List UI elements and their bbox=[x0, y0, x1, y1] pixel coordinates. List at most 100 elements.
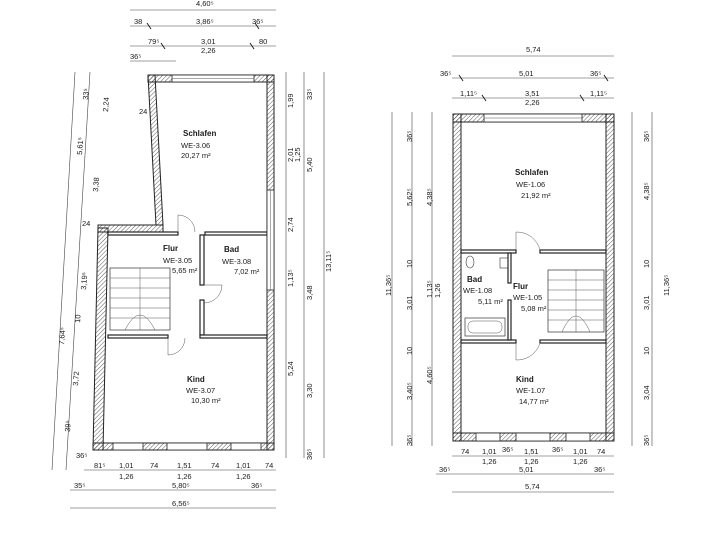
right-room-bad-id: WE-1.08 bbox=[463, 286, 492, 295]
svg-text:39⁵: 39⁵ bbox=[63, 420, 73, 432]
svg-text:1,01: 1,01 bbox=[119, 461, 134, 470]
svg-text:74: 74 bbox=[597, 447, 605, 456]
left-room-bad-name: Bad bbox=[224, 245, 239, 254]
svg-text:1,99: 1,99 bbox=[286, 93, 295, 108]
svg-text:3,04: 3,04 bbox=[642, 385, 651, 400]
svg-text:3,51: 3,51 bbox=[525, 89, 540, 98]
right-plan-right-dimensions: 36⁵ 4,38⁵ 11,36⁵ 10 3,01 10 3,04 36⁵ bbox=[631, 112, 671, 446]
svg-text:1,01: 1,01 bbox=[236, 461, 251, 470]
svg-text:1,13⁵: 1,13⁵ bbox=[425, 280, 434, 298]
svg-text:11,36⁵: 11,36⁵ bbox=[384, 275, 393, 296]
svg-text:36⁵: 36⁵ bbox=[251, 481, 262, 490]
svg-text:3,72: 3,72 bbox=[71, 371, 81, 386]
left-room-kind-area: 10,30 m² bbox=[191, 396, 221, 405]
svg-text:5,24: 5,24 bbox=[286, 361, 295, 376]
svg-text:36⁵: 36⁵ bbox=[642, 435, 651, 446]
svg-text:4,38⁵: 4,38⁵ bbox=[642, 182, 651, 200]
svg-text:3,38: 3,38 bbox=[91, 177, 101, 192]
svg-text:10: 10 bbox=[73, 314, 83, 323]
svg-text:3,30: 3,30 bbox=[305, 383, 314, 398]
right-room-bad-name: Bad bbox=[467, 275, 482, 284]
svg-text:5,62⁵: 5,62⁵ bbox=[405, 188, 414, 206]
svg-text:36⁵: 36⁵ bbox=[502, 445, 513, 454]
svg-text:7,64⁵: 7,64⁵ bbox=[57, 327, 67, 345]
svg-text:36⁵: 36⁵ bbox=[405, 131, 414, 142]
svg-text:33⁵: 33⁵ bbox=[81, 88, 91, 100]
svg-text:1,11⁵: 1,11⁵ bbox=[590, 89, 607, 98]
svg-text:81⁵: 81⁵ bbox=[94, 461, 105, 470]
svg-text:11,36⁵: 11,36⁵ bbox=[662, 275, 671, 296]
svg-text:3,01: 3,01 bbox=[405, 295, 414, 310]
svg-text:36⁵: 36⁵ bbox=[305, 449, 314, 460]
svg-text:1,26: 1,26 bbox=[433, 283, 442, 298]
svg-text:5,40: 5,40 bbox=[305, 157, 314, 172]
svg-text:79⁵: 79⁵ bbox=[148, 37, 159, 46]
svg-text:5,74: 5,74 bbox=[525, 482, 540, 491]
svg-text:4,38⁵: 4,38⁵ bbox=[425, 188, 434, 206]
svg-text:2,01: 2,01 bbox=[286, 147, 295, 162]
svg-text:1,26: 1,26 bbox=[482, 457, 497, 466]
svg-text:3,01: 3,01 bbox=[201, 37, 216, 46]
svg-text:3,40⁵: 3,40⁵ bbox=[405, 382, 414, 400]
left-bottom-dimensions: 36⁵ 81⁵ 1,01 74 1,51 74 1,01 74 1,26 1,2… bbox=[70, 451, 276, 509]
svg-text:1,26: 1,26 bbox=[119, 472, 134, 481]
right-room-schlafen-area: 21,92 m² bbox=[521, 191, 551, 200]
right-room-schlafen-name: Schlafen bbox=[515, 168, 548, 177]
svg-text:1,26: 1,26 bbox=[236, 472, 251, 481]
left-room-schlafen-name: Schlafen bbox=[183, 129, 216, 138]
svg-text:2,24: 2,24 bbox=[101, 97, 111, 112]
svg-text:1,01: 1,01 bbox=[482, 447, 497, 456]
svg-text:36⁵: 36⁵ bbox=[405, 435, 414, 446]
svg-text:36⁵: 36⁵ bbox=[439, 465, 450, 474]
svg-text:10: 10 bbox=[405, 260, 414, 268]
right-room-schlafen-id: WE-1.06 bbox=[516, 180, 545, 189]
right-room-kind-id: WE-1.07 bbox=[516, 386, 545, 395]
left-room-kind-name: Kind bbox=[187, 375, 205, 384]
left-room-schlafen-id: WE-3.06 bbox=[181, 141, 210, 150]
left-room-bad-area: 7,02 m² bbox=[234, 267, 260, 276]
right-room-kind-area: 14,77 m² bbox=[519, 397, 549, 406]
svg-text:5,01: 5,01 bbox=[519, 69, 534, 78]
svg-text:74: 74 bbox=[265, 461, 273, 470]
left-room-flur-area: 5,65 m² bbox=[172, 266, 198, 275]
right-floor-plan: Schlafen WE-1.06 21,92 m² Bad WE-1.08 5,… bbox=[384, 45, 671, 493]
svg-text:2,26: 2,26 bbox=[525, 98, 540, 107]
svg-text:1,51: 1,51 bbox=[177, 461, 192, 470]
svg-text:1,13⁵: 1,13⁵ bbox=[286, 269, 295, 287]
right-room-kind-name: Kind bbox=[516, 375, 534, 384]
svg-text:74: 74 bbox=[150, 461, 158, 470]
left-room-kind-id: WE-3.07 bbox=[186, 386, 215, 395]
svg-text:13,11⁵: 13,11⁵ bbox=[324, 251, 333, 272]
left-doors bbox=[167, 214, 223, 356]
right-bath-fixtures bbox=[464, 255, 509, 337]
svg-text:1,51: 1,51 bbox=[524, 447, 539, 456]
svg-text:10: 10 bbox=[405, 347, 414, 355]
svg-text:5,80⁵: 5,80⁵ bbox=[172, 481, 190, 490]
left-top-dimensions: 4,60⁵ 38 3,86⁵ 36⁵ 79⁵ 3,01 80 2,26 36⁵ bbox=[130, 0, 276, 62]
svg-text:80: 80 bbox=[259, 37, 267, 46]
right-top-dimensions: 5,74 36⁵ 5,01 36⁵ 1,11⁵ 3,51 1,11⁵ 2,26 bbox=[440, 45, 614, 107]
svg-text:3,48: 3,48 bbox=[305, 285, 314, 300]
svg-text:36⁵: 36⁵ bbox=[252, 17, 263, 26]
left-room-flur-name: Flur bbox=[163, 244, 178, 253]
svg-text:74: 74 bbox=[211, 461, 219, 470]
svg-text:4,60⁵: 4,60⁵ bbox=[196, 0, 214, 8]
svg-text:5,74: 5,74 bbox=[526, 45, 541, 54]
right-plan-left-dimensions: 36⁵ 5,62⁵ 4,38⁵ 11,36⁵ 10 1,13⁵ 1,26 3,0… bbox=[384, 112, 442, 446]
right-walls bbox=[452, 113, 615, 442]
svg-text:74: 74 bbox=[461, 447, 469, 456]
svg-text:5,61⁵: 5,61⁵ bbox=[75, 137, 85, 155]
svg-text:3,01: 3,01 bbox=[642, 295, 651, 310]
svg-text:6,56⁵: 6,56⁵ bbox=[172, 499, 190, 508]
svg-text:24: 24 bbox=[82, 219, 90, 228]
svg-text:1,11⁵: 1,11⁵ bbox=[460, 89, 477, 98]
svg-text:36⁵: 36⁵ bbox=[594, 465, 605, 474]
svg-text:36⁵: 36⁵ bbox=[440, 69, 451, 78]
svg-text:35⁵: 35⁵ bbox=[74, 481, 85, 490]
left-floor-plan: Schlafen WE-3.06 20,27 m² Flur WE-3.05 5… bbox=[51, 0, 333, 509]
right-doors bbox=[515, 231, 541, 361]
svg-text:1,01: 1,01 bbox=[573, 447, 588, 456]
svg-text:1,25: 1,25 bbox=[293, 147, 302, 162]
svg-text:38: 38 bbox=[134, 17, 142, 26]
